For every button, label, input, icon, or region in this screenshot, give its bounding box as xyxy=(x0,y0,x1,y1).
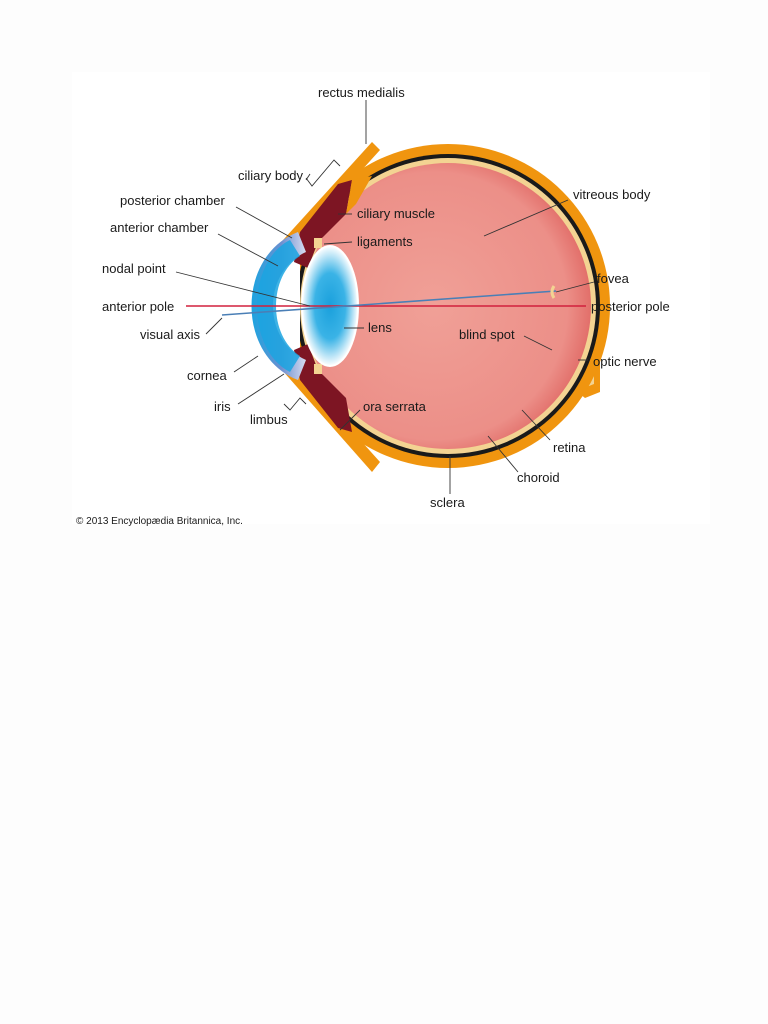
label-ligaments: ligaments xyxy=(357,234,413,249)
label-sclera: sclera xyxy=(430,495,465,510)
label-iris: iris xyxy=(214,399,231,414)
ciliary-body-upper xyxy=(294,180,352,268)
label-ora-serrata: ora serrata xyxy=(363,399,427,414)
label-posterior-pole: posterior pole xyxy=(591,299,670,314)
label-optic-nerve: optic nerve xyxy=(593,354,657,369)
limbus-bracket xyxy=(283,397,307,411)
label-posterior-chamber: posterior chamber xyxy=(120,193,225,208)
label-anterior-pole: anterior pole xyxy=(102,299,174,314)
label-ciliary-body: ciliary body xyxy=(238,168,304,183)
ciliary-body-lower xyxy=(294,344,352,432)
front-cutaway xyxy=(250,130,380,480)
ciliary-body-bracket xyxy=(305,159,341,187)
label-cornea: cornea xyxy=(187,368,228,383)
copyright-notice: © 2013 Encyclopædia Britannica, Inc. xyxy=(76,516,243,527)
leader-lines xyxy=(175,100,595,494)
label-retina: retina xyxy=(553,440,586,455)
fovea-mark xyxy=(550,285,556,299)
label-nodal-point: nodal point xyxy=(102,261,166,276)
ligament-upper xyxy=(314,238,322,248)
ligament-lower xyxy=(314,364,322,374)
label-fovea: fovea xyxy=(597,271,630,286)
anterior-chamber xyxy=(257,240,300,372)
label-anterior-chamber: anterior chamber xyxy=(110,220,209,235)
label-choroid: choroid xyxy=(517,470,560,485)
label-ciliary-muscle: ciliary muscle xyxy=(357,206,435,221)
label-lens: lens xyxy=(368,320,392,335)
visual-axis-line xyxy=(221,290,557,316)
label-limbus: limbus xyxy=(250,412,288,427)
label-visual-axis: visual axis xyxy=(140,327,200,342)
ciliary-muscle-upper xyxy=(346,176,372,214)
label-rectus-medialis: rectus medialis xyxy=(318,85,405,100)
label-vitreous-body: vitreous body xyxy=(573,187,651,202)
label-blind-spot: blind spot xyxy=(459,327,515,342)
